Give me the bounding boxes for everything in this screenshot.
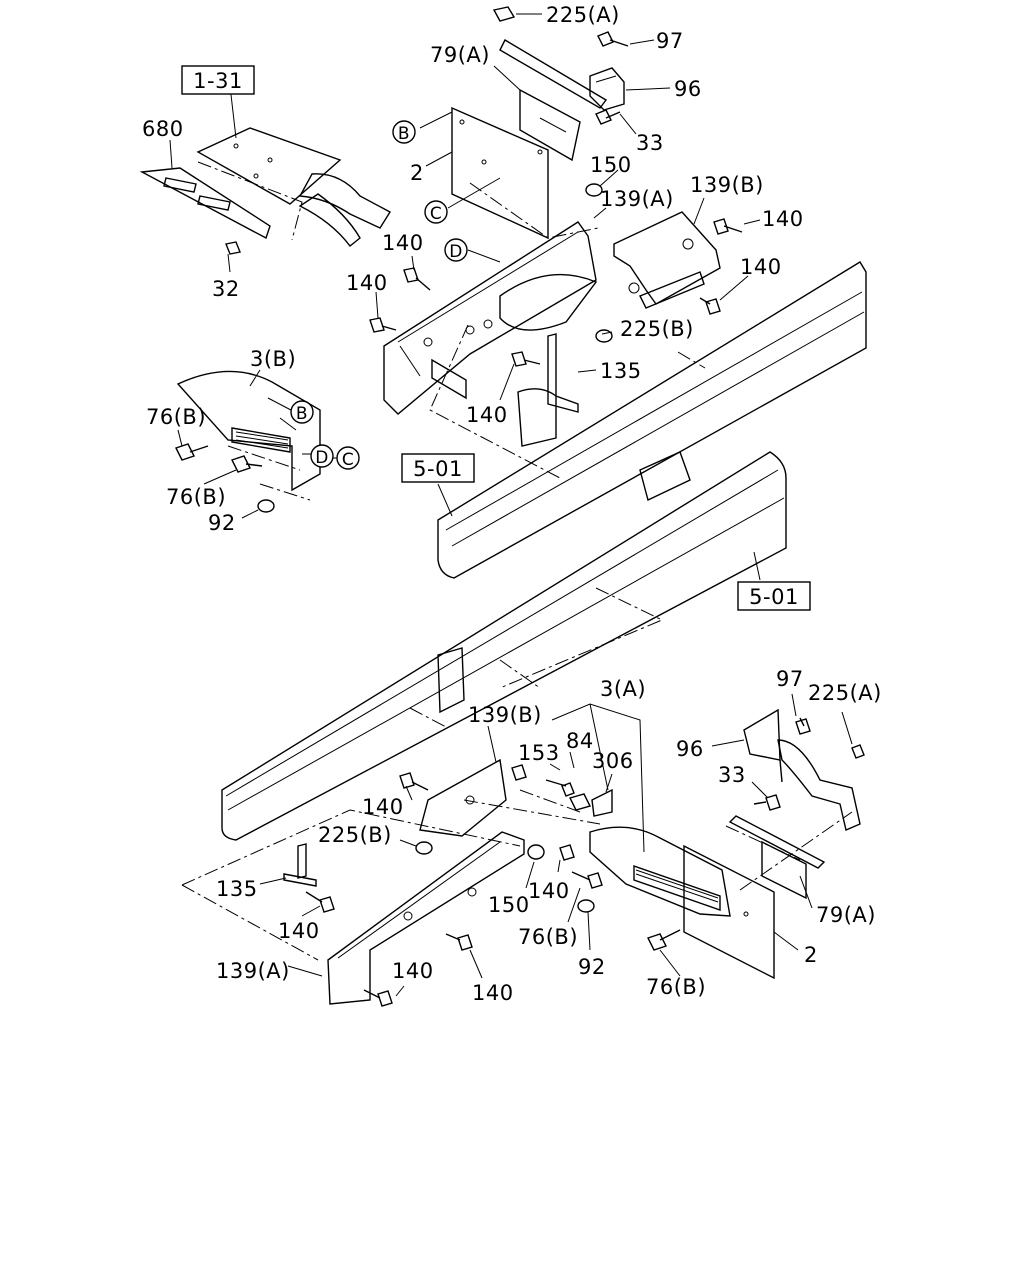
callout-140-e: 140 (528, 879, 570, 903)
callout-140-a: 140 (382, 231, 424, 255)
hanger-96-bottom (743, 708, 861, 831)
circle-marker-c-left: C (336, 446, 360, 470)
ref-box-1-31: 1-31 (181, 65, 255, 95)
dash-dot-leaders (181, 161, 853, 961)
bracket-135-bottom (283, 843, 317, 887)
callout-79a-bottom: 79(A) (816, 903, 876, 927)
bracket-79a-top (499, 39, 608, 162)
ref-box-5-01-upper: 5-01 (401, 453, 475, 483)
svg-text:1-31: 1-31 (193, 69, 243, 93)
callout-150-top: 150 (590, 153, 632, 177)
bolts-bottom (305, 717, 865, 1007)
frame-rail-lower (221, 451, 787, 841)
callout-76b-1: 76(B) (146, 405, 206, 429)
callout-96-top: 96 (674, 77, 702, 101)
bolts-top (492, 6, 629, 343)
callout-79a-top: 79(A) (430, 43, 490, 67)
ref-box-5-01-lower: 5-01 (737, 581, 811, 611)
callout-2-top: 2 (410, 161, 424, 185)
svg-text:B: B (398, 124, 410, 144)
callout-139a-bottom: 139(A) (216, 959, 290, 983)
callout-153: 153 (518, 741, 560, 765)
callout-225b-bottom: 225(B) (318, 823, 392, 847)
callout-139b-bottom: 139(B) (468, 703, 542, 727)
circle-marker-b-top: B (392, 120, 416, 144)
callout-140-d: 140 (362, 795, 404, 819)
callout-135-top: 135 (600, 359, 642, 383)
callout-labels: 225(A) 97 79(A) 96 33 2 150 139(A) 139(B… (142, 3, 882, 1005)
callout-139b-top: 139(B) (690, 173, 764, 197)
callout-76b-2: 76(B) (166, 485, 226, 509)
callout-135-bottom: 135 (216, 877, 258, 901)
callout-84: 84 (566, 729, 594, 753)
footstep-3b (175, 370, 321, 513)
callout-140-f: 140 (278, 919, 320, 943)
circle-marker-c-top: C (424, 200, 448, 224)
svg-text:C: C (430, 204, 442, 224)
svg-text:B: B (296, 404, 308, 424)
footstep-3a (589, 788, 731, 917)
callout-92-bottom: 92 (578, 955, 606, 979)
callout-140-r: 140 (740, 255, 782, 279)
leader-lines (169, 13, 853, 997)
hanger-96-top (589, 67, 625, 111)
circle-marker-b-left: B (290, 400, 314, 424)
callout-140-c: 140 (466, 403, 508, 427)
crossmember-139a-bottom (327, 831, 525, 1005)
circle-marker-d-top: D (444, 238, 468, 262)
callout-33-bottom: 33 (718, 763, 746, 787)
callout-76b-4: 76(B) (646, 975, 706, 999)
circle-marker-d-left: D (310, 444, 334, 468)
callout-225b-top: 225(B) (620, 317, 694, 341)
bracket-79a-bottom (728, 815, 826, 900)
crossmember-139a-top (383, 221, 598, 415)
callout-96-bottom: 96 (676, 737, 704, 761)
svg-text:C: C (342, 450, 354, 470)
mounting-plate-2-top (451, 106, 549, 240)
callout-33-top: 33 (636, 131, 664, 155)
svg-text:D: D (449, 242, 463, 262)
callout-150-bottom: 150 (488, 893, 530, 917)
frame-rail-upper (437, 261, 867, 579)
bracket-135-top (517, 333, 579, 447)
svg-text:5-01: 5-01 (413, 457, 463, 481)
callout-140-b: 140 (346, 271, 388, 295)
plate-680 (139, 127, 391, 255)
callout-92-top: 92 (208, 511, 236, 535)
mounting-plate-2-bottom (683, 844, 775, 980)
callout-140-g: 140 (392, 959, 434, 983)
callout-32: 32 (212, 277, 240, 301)
callout-225a-bottom: 225(A) (808, 681, 882, 705)
callout-680: 680 (142, 117, 184, 141)
callout-139a-top: 139(A) (600, 187, 674, 211)
callout-225a-top: 225(A) (546, 3, 620, 27)
callout-76b-3: 76(B) (518, 925, 578, 949)
callout-2-bottom: 2 (804, 943, 818, 967)
callout-3b: 3(B) (250, 347, 296, 371)
svg-text:D: D (315, 448, 329, 468)
crossmember-139b-bottom (419, 758, 507, 837)
callout-3a: 3(A) (600, 677, 646, 701)
bolts-mid-top (369, 218, 743, 367)
svg-text:5-01: 5-01 (749, 585, 799, 609)
callout-140-tr: 140 (762, 207, 804, 231)
callout-97-top: 97 (656, 29, 684, 53)
callout-97-bottom: 97 (776, 667, 804, 691)
crossmember-139b-top (613, 211, 721, 309)
callout-306: 306 (592, 749, 634, 773)
callout-140-h: 140 (472, 981, 514, 1005)
